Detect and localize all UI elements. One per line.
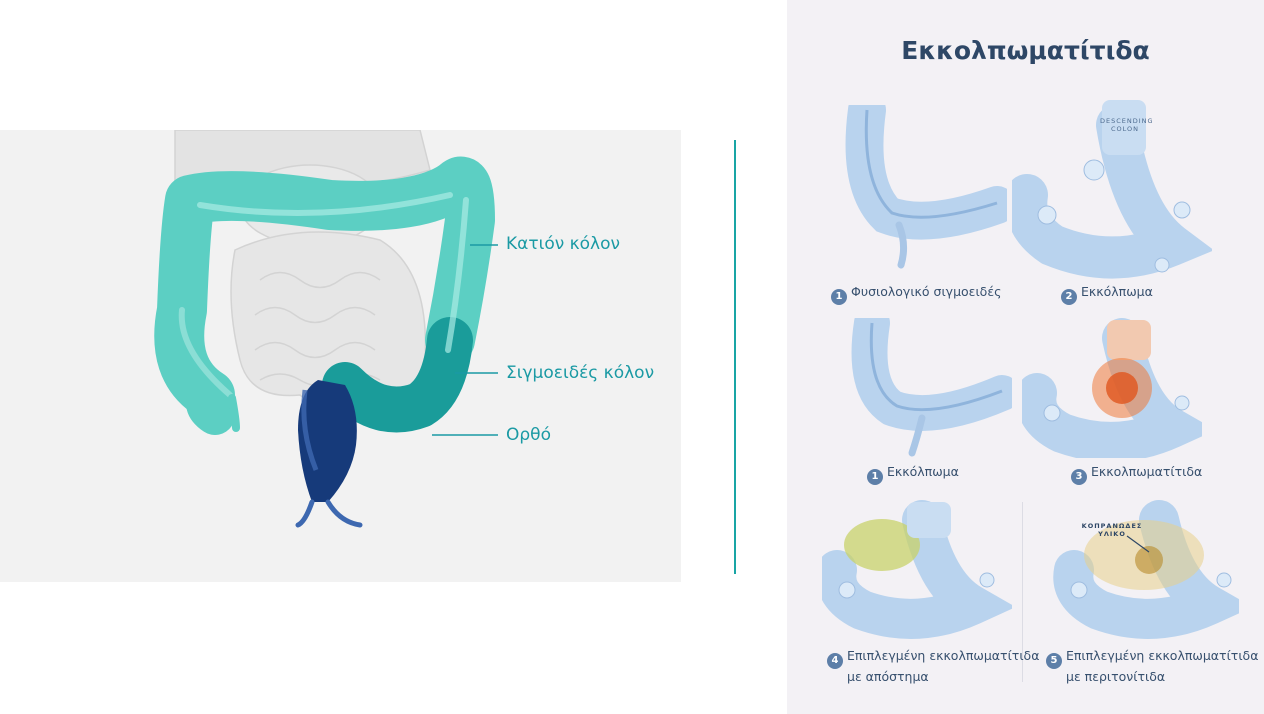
badge-2: 2 [1061,289,1077,305]
stage-diverticulitis [1022,318,1202,458]
label-rectum: Ορθό [506,425,551,445]
caption-stage-2: 2 Εκκόλπωμα [1061,284,1153,305]
diverticulum-illustration [1012,100,1212,279]
stage-normal-sigmoid [837,105,1007,275]
caption-text: Εκκόλπωμα [887,464,959,479]
stage-peritonitis: ΚΟΠΡΑΝΩΔΕΣ ΥΛΙΚΟ [1049,500,1239,640]
badge-1b: 1 [867,469,883,485]
caption-text: Εκκόλπωμα [1081,284,1153,299]
stage-diverticulum-2 [842,318,1012,458]
badge-4: 4 [827,653,843,669]
badge-1: 1 [831,289,847,305]
caption-subtext: με περιτονίτιδα [1066,669,1166,684]
caption-text: Επιπλεγμένη εκκολπωματίτιδα [847,648,1040,663]
badge-3: 3 [1071,469,1087,485]
abscess-illustration [822,500,1012,639]
panel-title: Εκκολπωματίτιδα [901,36,1150,65]
caption-text: Εκκολπωματίτιδα [1091,464,1203,479]
caption-stage-1: 1 Φυσιολογικό σιγμοειδές [831,284,1001,305]
panel-separator [1022,502,1023,682]
caption-stage-4: 4 Επιπλεγμένη εκκολπωματίτιδα με απόστημα [827,648,1039,684]
diverticulitis-illustration [1022,318,1202,458]
rectum-shape [295,380,363,528]
caption-stage-1b: 1 Εκκόλπωμα [867,464,959,485]
tag-descending-colon: DESCENDING COLON [1100,117,1154,133]
label-sigmoid-colon: Σιγμοειδές κόλον [506,363,655,383]
badge-5: 5 [1046,653,1062,669]
stage-abscess [822,500,1012,640]
normal-sigmoid-illustration [845,105,1007,269]
tag-fecal-matter: ΚΟΠΡΑΝΩΔΕΣ ΥΛΙΚΟ [1081,522,1143,538]
caption-text: Φυσιολογικό σιγμοειδές [851,284,1002,299]
vertical-divider [734,140,736,574]
caption-text: Επιπλεγμένη εκκολπωματίτιδα [1066,648,1259,663]
peritonitis-illustration [1053,500,1239,639]
caption-subtext: με απόστημα [847,669,929,684]
colon-anatomy-panel [0,130,681,582]
caption-stage-5: 5 Επιπλεγμένη εκκολπωματίτιδα με περιτονί… [1046,648,1258,684]
label-transverse-colon: Κατιόν κόλον [506,234,621,254]
colon-illustration [154,130,498,528]
colon-shape [154,156,495,435]
caption-stage-3: 3 Εκκολπωματίτιδα [1071,464,1202,485]
diverticulum-illustration-2 [851,318,1012,457]
stage-diverticulum-1: DESCENDING COLON [1012,95,1212,280]
